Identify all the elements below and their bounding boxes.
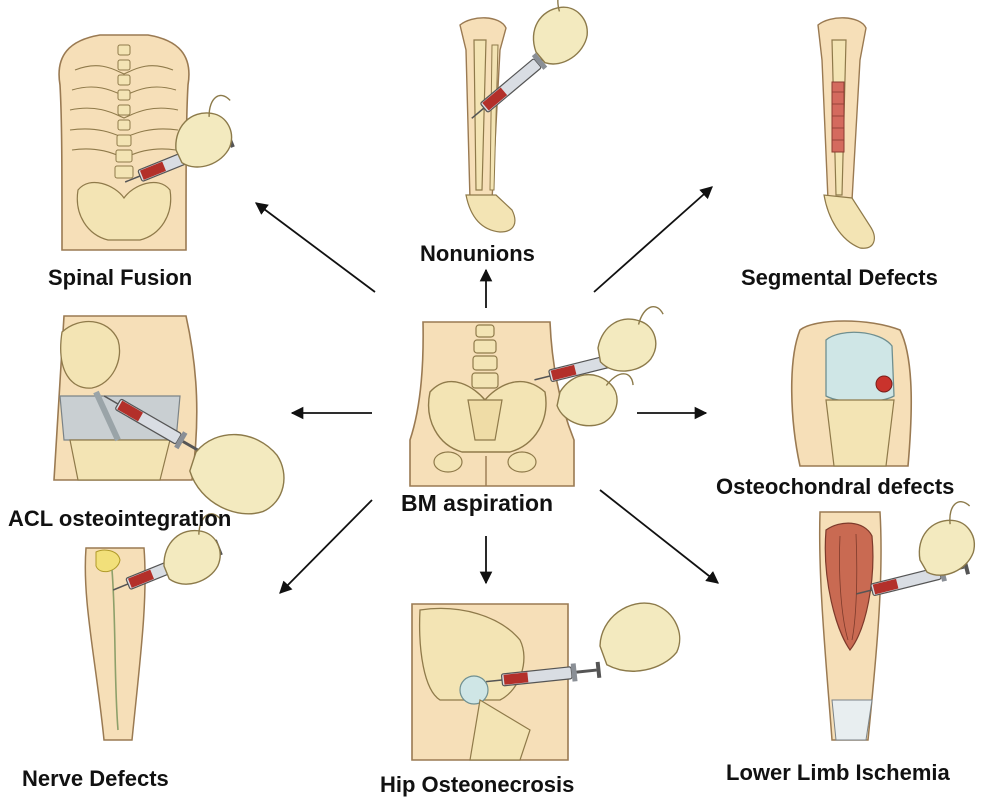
acl-illustration: [54, 316, 295, 524]
nonunions-illustration: [460, 0, 607, 232]
label-osteochondral: Osteochondral defects: [716, 474, 954, 500]
arrow-to-nerve-defects: [280, 500, 372, 593]
label-lower-limb-ischemia: Lower Limb Ischemia: [726, 760, 950, 786]
hip-osteonecrosis-illustration: [412, 593, 688, 760]
label-acl: ACL osteointegration: [8, 506, 231, 532]
label-segmental-defects: Segmental Defects: [741, 265, 938, 291]
label-spinal-fusion: Spinal Fusion: [48, 265, 192, 291]
osteochondral-illustration: [792, 321, 912, 466]
center-illustration: [410, 305, 672, 486]
spinal-fusion-illustration: [59, 35, 251, 250]
label-nerve-defects: Nerve Defects: [22, 766, 169, 792]
nerve-defects-illustration: [85, 511, 239, 740]
label-hip-osteonecrosis: Hip Osteonecrosis: [380, 772, 574, 798]
arrow-to-segmental-defects: [594, 187, 712, 292]
label-center: BM aspiration: [401, 490, 553, 517]
arrow-to-lower-limb-ischemia: [600, 490, 718, 583]
label-nonunions: Nonunions: [420, 241, 535, 267]
segmental-defects-illustration: [818, 18, 874, 248]
arrow-to-spinal-fusion: [256, 203, 375, 292]
lower-limb-ischemia-illustration: [820, 498, 992, 740]
